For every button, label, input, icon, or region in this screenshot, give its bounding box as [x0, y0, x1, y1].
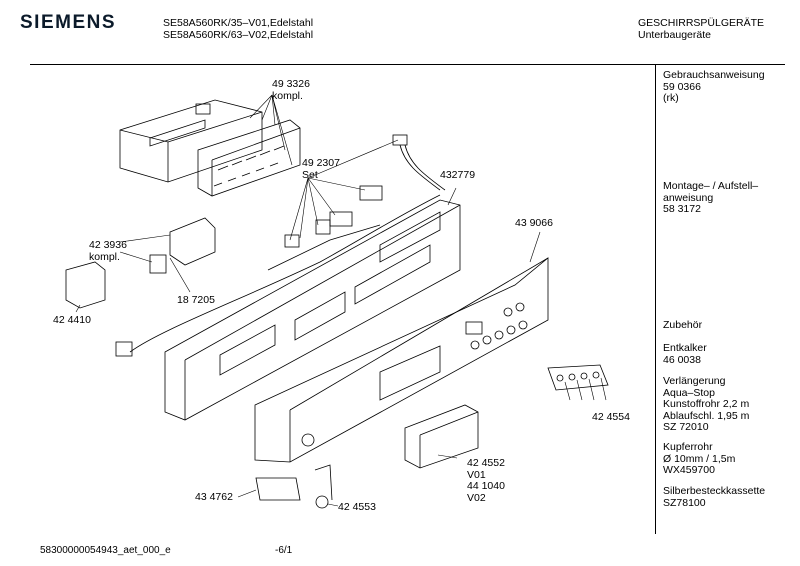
brand-logo: SIEMENS — [20, 12, 117, 33]
assembly-info: Montage– / Aufstell– anweisung 58 3172 — [663, 180, 759, 216]
part-label-492307: 49 2307 Set — [302, 157, 340, 181]
button-strip-drawing — [547, 364, 609, 391]
part-note: kompl. — [89, 250, 120, 263]
small-parts-drawing — [65, 217, 216, 309]
descaler-label: Entkalker — [663, 342, 707, 354]
assembly-title-2: anweisung — [663, 191, 714, 204]
leader-lines — [75, 94, 607, 507]
manual-info: Gebrauchsanweisung 59 0366 (rk) — [663, 69, 765, 105]
part-number: 42 3936 — [89, 239, 127, 251]
part-label-493326: 49 3326 kompl. — [272, 78, 310, 102]
category-line-1: GESCHIRRSPÜLGERÄTE — [638, 17, 765, 29]
extension-info: Verlängerung Aqua–Stop Kunstoffrohr 2,2 … — [663, 375, 750, 434]
part-number: 49 3326 — [272, 78, 310, 90]
part-note: kompl. — [272, 89, 303, 102]
part-label-424552: 42 4552 V01 44 1040 V02 — [467, 457, 505, 504]
part-label-432779: 432779 — [440, 169, 476, 181]
model-numbers: SE58A560RK/35–V01,Edelstahl SE58A560RK/6… — [163, 17, 313, 41]
front-panel-drawing — [254, 257, 549, 463]
sidebar-divider — [655, 64, 656, 534]
control-module-drawing — [119, 99, 301, 197]
part-label-439066: 43 9066 — [515, 217, 553, 229]
copper-line-1: Kupferrohr — [663, 441, 713, 453]
descaler-info: Entkalker 46 0038 — [663, 342, 707, 366]
part-label-424554: 42 4554 — [592, 411, 630, 423]
control-panel-frame-drawing — [115, 194, 461, 421]
part-label-424410: 42 4410 — [53, 314, 91, 326]
model-line-1: SE58A560RK/35–V01,Edelstahl — [163, 17, 314, 29]
part-number: 49 2307 — [302, 157, 340, 169]
part-variant: V01 — [467, 468, 486, 481]
part-note: Set — [302, 168, 318, 181]
part-number: 42 4552 — [467, 457, 505, 469]
extension-line-4: Ablaufschl. 1,95 m — [663, 409, 750, 422]
extension-line-5: SZ 72010 — [663, 421, 709, 433]
category-line-2: Unterbaugeräte — [638, 29, 711, 41]
header-divider — [30, 64, 785, 65]
copper-line-2: Ø 10mm / 1,5m — [663, 452, 736, 465]
extension-line-1: Verlängerung — [663, 375, 726, 387]
part-label-187205: 18 7205 — [177, 294, 215, 306]
accessories-heading: Zubehör — [663, 319, 703, 331]
part-label-434762: 43 4762 — [195, 491, 233, 503]
connector-set-drawing — [284, 134, 446, 248]
extension-line-3: Kunstoffrohr 2,2 m — [663, 398, 750, 410]
model-line-2: SE58A560RK/63–V02,Edelstahl — [163, 29, 314, 41]
part-number: 44 1040 — [467, 480, 505, 492]
product-category: GESCHIRRSPÜLGERÄTE Unterbaugeräte — [638, 17, 764, 41]
page-number: -6/1 — [275, 545, 293, 556]
manual-number: 59 0366 — [663, 80, 701, 93]
copper-line-3: WX459700 — [663, 464, 715, 476]
part-variant: V02 — [467, 491, 486, 504]
lower-parts-drawing — [255, 464, 333, 509]
electronic-module-drawing — [404, 404, 479, 469]
assembly-title-1: Montage– / Aufstell– — [663, 180, 759, 192]
extension-line-2: Aqua–Stop — [663, 386, 715, 399]
document-id: 58300000054943_aet_000_e — [40, 545, 171, 556]
descaler-number: 46 0038 — [663, 353, 701, 366]
copper-pipe-info: Kupferrohr Ø 10mm / 1,5m WX459700 — [663, 441, 736, 477]
assembly-number: 58 3172 — [663, 203, 701, 215]
cutlery-line-2: SZ78100 — [663, 496, 706, 509]
manual-language: (rk) — [663, 92, 679, 104]
cutlery-tray-info: Silberbesteckkassette SZ78100 — [663, 485, 766, 509]
manual-title: Gebrauchsanweisung — [663, 69, 765, 81]
part-label-423936: 42 3936 kompl. — [89, 239, 127, 263]
cutlery-line-1: Silberbesteckkassette — [663, 485, 766, 497]
part-label-424553: 42 4553 — [338, 501, 376, 513]
